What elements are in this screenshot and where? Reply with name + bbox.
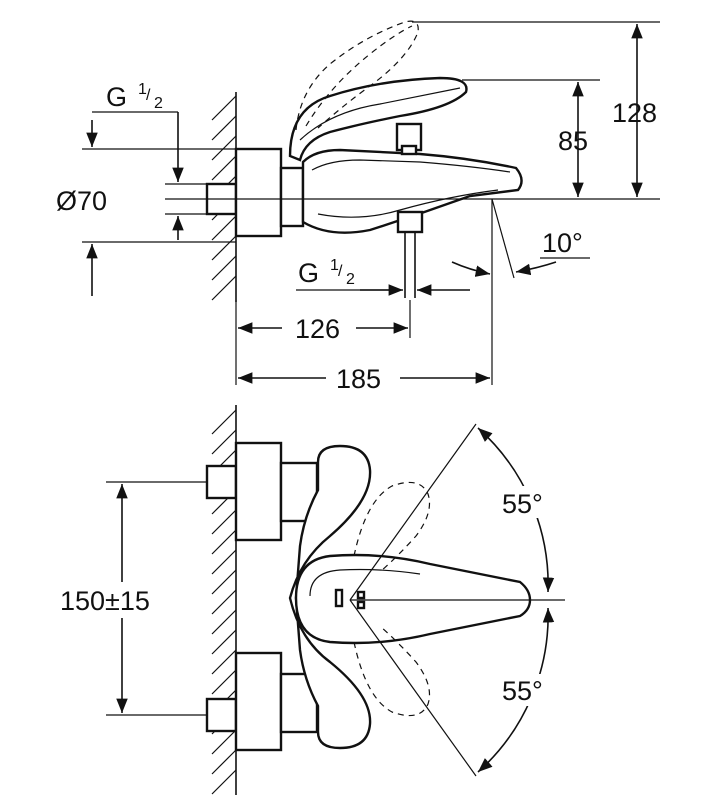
svg-text:G: G xyxy=(298,258,319,288)
svg-text:2: 2 xyxy=(346,271,355,288)
inlet-nipple-upper xyxy=(205,464,238,500)
flange-upper xyxy=(234,441,283,542)
angle-upper: 55° xyxy=(502,489,543,519)
outlet-connector xyxy=(396,210,424,234)
wall-top xyxy=(211,405,237,795)
inlet-nipple-lower xyxy=(205,697,238,733)
flange-lower xyxy=(234,651,283,752)
mixer-body-side xyxy=(301,148,523,234)
dim-height-spout: 85 xyxy=(558,126,588,156)
dim-outlet-distance: 126 xyxy=(295,314,340,344)
svg-text:2: 2 xyxy=(154,95,163,112)
svg-text:G: G xyxy=(106,82,127,112)
mixer-body-top xyxy=(288,444,372,750)
svg-text:/: / xyxy=(146,87,151,104)
dim-diameter: Ø70 xyxy=(56,186,107,216)
top-view: 55° 55° 150±15 xyxy=(56,405,565,795)
lever-ghost-top xyxy=(353,481,431,717)
union-nut-side xyxy=(279,166,305,228)
lever-top xyxy=(294,553,532,645)
dim-angle: 10° xyxy=(542,228,583,258)
lever-side xyxy=(288,76,468,162)
svg-text:1: 1 xyxy=(138,81,147,98)
svg-text:1: 1 xyxy=(330,257,339,274)
svg-text:/: / xyxy=(338,263,343,280)
thread-label-bottom: G 1 / 2 xyxy=(298,257,355,288)
side-view: 128 85 G 1 / 2 Ø70 G 1 / 2 xyxy=(56,20,660,394)
dim-centres: 150±15 xyxy=(60,586,150,616)
dim-projection: 185 xyxy=(336,364,381,394)
lever-ghost-side xyxy=(295,20,419,131)
dim-height-total: 128 xyxy=(612,98,657,128)
thread-label-top: G 1 / 2 xyxy=(106,81,163,112)
angle-lower: 55° xyxy=(502,676,543,706)
flange-side xyxy=(234,147,283,238)
